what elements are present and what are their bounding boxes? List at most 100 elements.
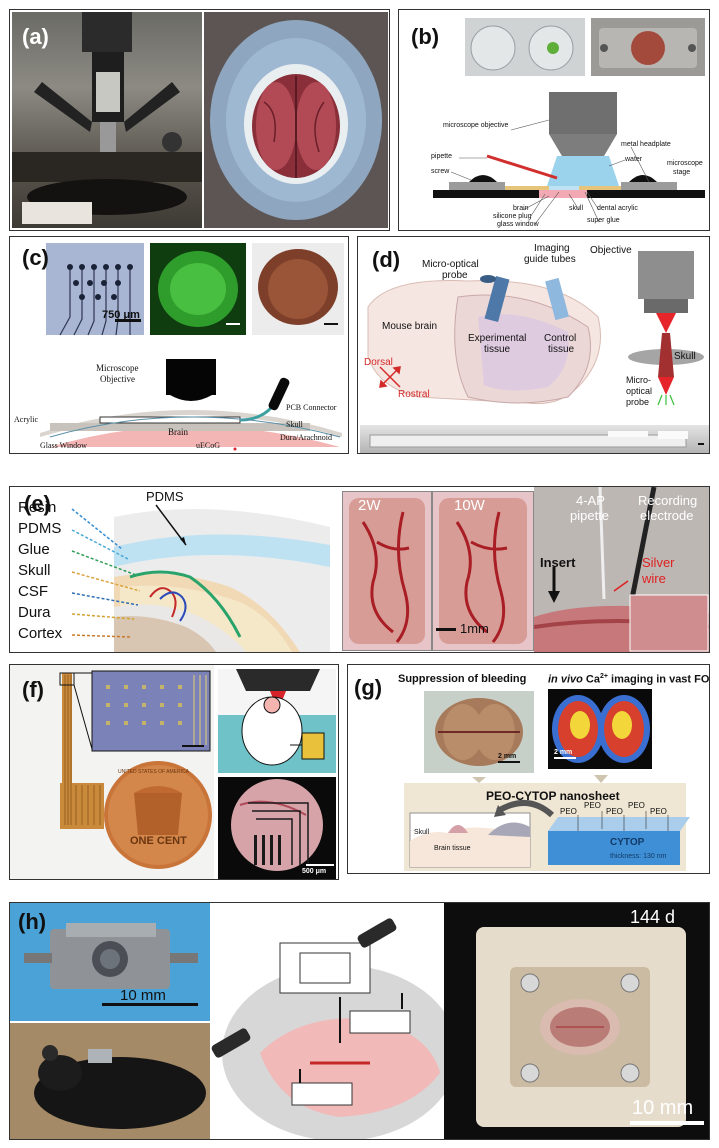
label-dorsal: Dorsal <box>364 357 393 368</box>
panel-h: (h) <box>9 902 710 1140</box>
layer-leader-resin <box>71 508 123 550</box>
label-skull: skull <box>569 205 584 212</box>
panel-b: (b) <box>398 9 710 231</box>
label-insert: Insert <box>540 555 576 570</box>
label-peo-2: PEO <box>584 801 601 810</box>
panel-h-label: (h) <box>18 909 47 934</box>
layer-leader-pdms <box>71 529 129 560</box>
label-4ap-pipette-2: pipette <box>570 508 610 523</box>
label-nanosheet: PEO-CYTOP nanosheet <box>486 789 620 803</box>
label-microscope-stage-2: stage <box>673 169 691 176</box>
label-peo-4: PEO <box>628 801 645 810</box>
label-rostral: Rostral <box>398 389 430 400</box>
label-skull: Skull <box>414 829 430 836</box>
title-suffix: imaging in vast FOV <box>611 673 710 686</box>
panel-d-label: (d) <box>372 247 401 272</box>
panel-d: (d) Micro-optical probe I <box>357 236 710 454</box>
panel-d-diagram <box>360 251 709 453</box>
layer-label-csf: CSF <box>18 583 48 600</box>
label-pcb-connector: PCB Connector <box>286 403 337 412</box>
label-peo-1: PEO <box>560 807 577 816</box>
panel-g-diagram <box>404 689 690 871</box>
label-imaging-guide-tubes-1: Imaging <box>534 243 570 254</box>
label-skull: Skull <box>674 351 696 362</box>
title-sup: 2+ <box>599 673 608 680</box>
label-peo-3: PEO <box>606 807 623 816</box>
title-suppression-of-bleeding: Suppression of bleeding <box>398 673 527 685</box>
label-mouse-brain: Mouse brain <box>382 321 438 332</box>
label-microscope-objective-1: Microscope <box>96 363 139 373</box>
label-silver-wire-2: wire <box>642 571 666 586</box>
title-prefix: in vivo <box>548 673 583 686</box>
panel-f-diagram <box>10 665 336 879</box>
layer-label-resin: Resin <box>18 499 57 516</box>
label-metal-headplate: metal headplate <box>621 141 671 148</box>
panel-g-label: (g) <box>354 675 383 700</box>
label-screw: screw <box>431 168 450 175</box>
scale-left: 10 mm <box>120 987 166 1004</box>
label-micro-optical-probe-b-2: optical <box>626 386 653 396</box>
label-micro-optical-probe-b-3: probe <box>626 397 650 407</box>
label-dental-acrylic: dental acrylic <box>597 205 638 212</box>
label-experimental-tissue-1: Experimental <box>468 333 527 344</box>
label-control-tissue-2: tissue <box>548 344 575 355</box>
label-micro-optical-probe-b-1: Micro- <box>626 375 651 385</box>
microscope-photo <box>12 12 202 228</box>
scale-right: 2 mm <box>554 749 573 756</box>
panel-a-label: (a) <box>22 24 49 49</box>
coin-text-one-cent: ONE CENT <box>130 835 187 847</box>
label-1mm: 1mm <box>460 621 489 636</box>
panel-a: (a) <box>9 9 390 231</box>
label-recording-electrode-2: electrode <box>640 508 694 523</box>
panel-b-label: (b) <box>411 24 440 49</box>
label-acrylic: Acrylic <box>14 415 38 424</box>
label-silver-wire-1: Silver <box>642 555 675 570</box>
panel-f-scale: 500 μm <box>302 868 327 875</box>
panel-c-scale: 750 μm <box>102 309 140 321</box>
label-super-glue: super glue <box>587 217 620 224</box>
label-objective: Objective <box>590 245 632 256</box>
label-imaging-guide-tubes-2: guide tubes <box>524 254 576 265</box>
panel-e-schematic <box>71 504 330 652</box>
label-microscope-stage-1: microscope <box>667 160 703 167</box>
panel-b-diagram <box>433 18 705 225</box>
label-10w: 10W <box>454 497 485 514</box>
label-microscope-objective-2: Objective <box>100 374 135 384</box>
scale-right: 10 mm <box>632 1097 694 1119</box>
layer-label-dura: Dura <box>18 604 51 621</box>
layer-label-skull: Skull <box>18 562 51 579</box>
title-vast-fov: in vivo Ca2+ imaging in vast FOV <box>548 673 710 686</box>
photo-2w <box>342 491 432 651</box>
label-4ap-pipette-1: 4-AP <box>576 493 605 508</box>
label-thickness: thickness: 130 nm <box>610 853 667 860</box>
label-microscope-objective: microscope objective <box>443 122 509 129</box>
label-brain: brain <box>513 205 529 212</box>
layer-label-cortex: Cortex <box>18 625 63 642</box>
label-dura-arachnoid: Dura/Arachnoid <box>280 433 332 442</box>
layer-leader-dura <box>71 613 135 620</box>
panel-e-label: (e) <box>24 491 51 516</box>
layer-label-pdms: PDMS <box>18 520 62 537</box>
label-water: water <box>625 156 643 163</box>
label-glass-window: glass window <box>497 221 539 228</box>
layer-label-glue: Glue <box>18 541 50 558</box>
scale-bar <box>436 628 456 631</box>
layer-leader-glue <box>71 550 137 576</box>
label-experimental-tissue-2: tissue <box>484 344 511 355</box>
microscope-drawing <box>12 12 202 224</box>
panel-f-label: (f) <box>22 677 44 702</box>
label-pdms-arrow: PDMS <box>146 489 184 504</box>
label-2w: 2W <box>358 497 381 514</box>
label-micro-optical-probe-1: Micro-optical <box>422 259 479 270</box>
panel-c-diagram <box>40 243 344 451</box>
cranial-window-photo <box>204 12 388 228</box>
label-pipette: pipette <box>431 153 453 160</box>
label-glass-window: Glass Window <box>40 441 87 450</box>
layer-leader-csf <box>71 592 139 606</box>
scale-left: 2 mm <box>498 753 517 760</box>
panel-g: (g) Suppression of bleeding in vivo Ca2+… <box>347 664 710 874</box>
layer-leader-skull <box>71 571 141 592</box>
panel-c-label: (c) <box>22 245 49 270</box>
